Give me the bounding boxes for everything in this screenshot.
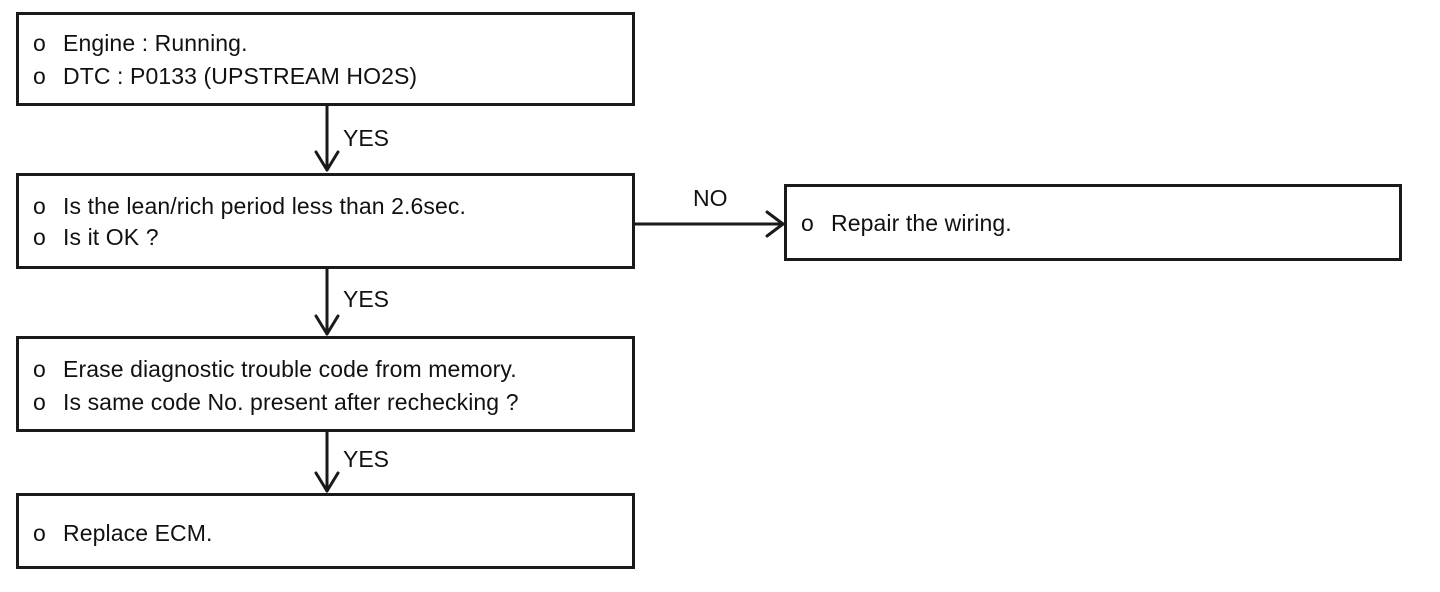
node-line: o Engine : Running.: [33, 29, 248, 57]
node-line: o DTC : P0133 (UPSTREAM HO2S): [33, 62, 417, 90]
bullet-marker: o: [801, 210, 814, 236]
flow-node-erase-dtc: o Erase diagnostic trouble code from memo…: [16, 336, 635, 432]
bullet-marker: o: [33, 520, 46, 546]
bullet-marker: o: [33, 356, 46, 382]
edge-arrowhead-check-repair: [765, 210, 785, 238]
node-line-text: Engine : Running.: [63, 30, 248, 56]
bullet-marker: o: [33, 224, 46, 250]
bullet-marker: o: [33, 30, 46, 56]
edge-label-yes: YES: [343, 446, 390, 472]
edge-label-yes: YES: [343, 125, 390, 151]
node-line-text: Erase diagnostic trouble code from memor…: [63, 356, 517, 382]
node-line: o Erase diagnostic trouble code from memo…: [33, 355, 517, 383]
node-line: o Is it OK ?: [33, 223, 159, 251]
node-line-text: DTC : P0133 (UPSTREAM HO2S): [63, 63, 418, 89]
edge-label-yes: YES: [343, 286, 390, 312]
edge-arrowhead-check-erase: [314, 314, 340, 336]
node-line-text: Replace ECM.: [63, 520, 213, 546]
flow-node-check-period: o Is the lean/rich period less than 2.6se…: [16, 173, 635, 269]
edge-label-no: NO: [693, 185, 728, 211]
bullet-marker: o: [33, 193, 46, 219]
node-line-text: Is same code No. present after recheckin…: [63, 389, 519, 415]
node-line: o Is the lean/rich period less than 2.6se…: [33, 192, 466, 220]
node-line: o Repair the wiring.: [801, 209, 1012, 237]
flow-node-replace-ecm: o Replace ECM.: [16, 493, 635, 569]
bullet-marker: o: [33, 389, 46, 415]
node-line-text: Is the lean/rich period less than 2.6sec…: [63, 193, 466, 219]
edge-arrowhead-start-check: [314, 150, 340, 172]
bullet-marker: o: [33, 63, 46, 89]
edge-arrowhead-erase-replace: [314, 471, 340, 493]
node-line-text: Repair the wiring.: [831, 210, 1012, 236]
node-line: o Is same code No. present after rechecki…: [33, 388, 519, 416]
node-line-text: Is it OK ?: [63, 224, 159, 250]
node-line: o Replace ECM.: [33, 519, 212, 547]
flow-node-repair-wiring: o Repair the wiring.: [784, 184, 1402, 261]
